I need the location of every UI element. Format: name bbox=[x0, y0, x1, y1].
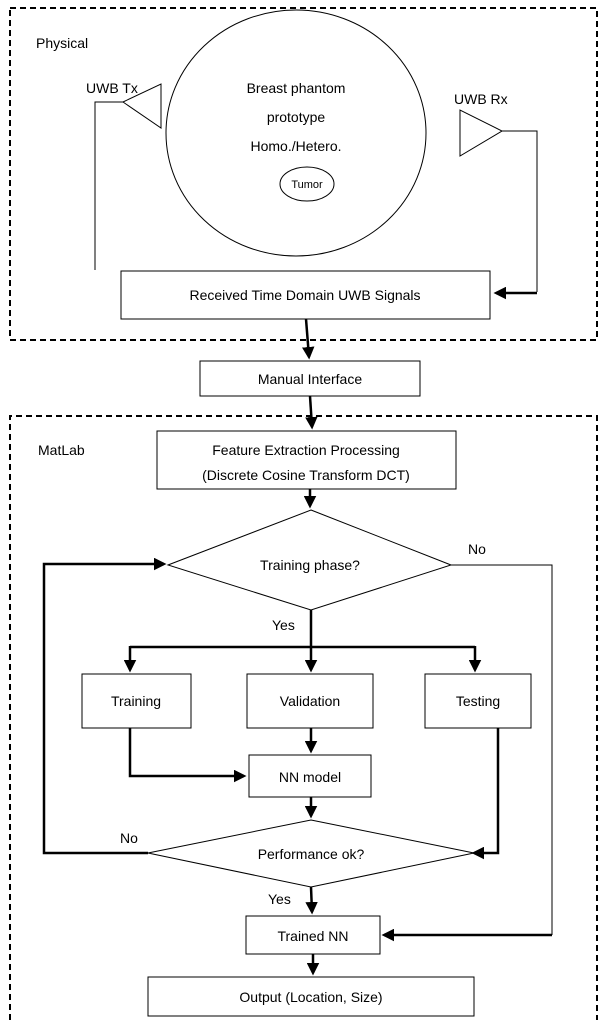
physical-section-label: Physical bbox=[36, 35, 88, 51]
manual-to-feature-arrow bbox=[305, 395, 318, 430]
training-to-nn-arrow bbox=[128, 728, 247, 783]
matlab-section-label: MatLab bbox=[38, 442, 85, 458]
validation-box bbox=[246, 673, 374, 729]
phantom-label-line2: prototype bbox=[267, 109, 326, 125]
matlab-region-border bbox=[9, 415, 598, 1020]
testing-to-performance-arrow bbox=[471, 728, 500, 860]
physical-region-border bbox=[9, 7, 598, 341]
training-yes-label: Yes bbox=[272, 617, 295, 633]
uwb-rx-label: UWB Rx bbox=[454, 91, 508, 107]
output-label: Output (Location, Size) bbox=[239, 989, 382, 1005]
received-signals-label: Received Time Domain UWB Signals bbox=[189, 287, 420, 303]
breast-phantom-ellipse bbox=[165, 9, 427, 257]
nn-model-label: NN model bbox=[279, 769, 341, 785]
tumor-ellipse bbox=[279, 166, 335, 202]
training-no-label: No bbox=[468, 541, 486, 557]
performance-no-loop-arrow bbox=[42, 557, 167, 855]
testing-box bbox=[424, 673, 532, 729]
testing-label: Testing bbox=[456, 693, 500, 709]
uwb-tx-label: UWB Tx bbox=[86, 80, 138, 96]
performance-yes-label: Yes bbox=[268, 891, 291, 907]
training-box bbox=[81, 673, 192, 729]
tx-feed-line bbox=[94, 101, 123, 270]
manual-interface-box bbox=[199, 360, 421, 397]
feature-extraction-line1: Feature Extraction Processing bbox=[212, 442, 400, 458]
trained-nn-box bbox=[245, 915, 381, 955]
performance-no-label: No bbox=[120, 830, 138, 846]
feature-extraction-line2: (Discrete Cosine Transform DCT) bbox=[202, 467, 410, 483]
trained-nn-label: Trained NN bbox=[277, 928, 348, 944]
training-phase-label: Training phase? bbox=[260, 557, 360, 573]
tumor-label: Tumor bbox=[291, 179, 323, 191]
training-label: Training bbox=[111, 693, 161, 709]
received-to-manual-arrow bbox=[301, 318, 315, 360]
phantom-label-line3: Homo./Hetero. bbox=[250, 138, 341, 154]
training-no-line bbox=[451, 564, 553, 935]
feature-extraction-box bbox=[156, 430, 457, 490]
manual-interface-label: Manual Interface bbox=[258, 371, 362, 387]
validation-label: Validation bbox=[280, 693, 340, 709]
nn-model-box bbox=[248, 754, 372, 798]
uwb-tx-antenna-icon bbox=[121, 83, 162, 129]
output-box bbox=[147, 976, 475, 1017]
performance-to-trained-arrow bbox=[305, 886, 318, 915]
performance-label: Performance ok? bbox=[258, 846, 365, 862]
uwb-rx-antenna-icon bbox=[459, 109, 504, 157]
phantom-label-line1: Breast phantom bbox=[247, 80, 346, 96]
received-signals-box bbox=[120, 270, 491, 320]
rx-feed-line bbox=[502, 130, 538, 292]
